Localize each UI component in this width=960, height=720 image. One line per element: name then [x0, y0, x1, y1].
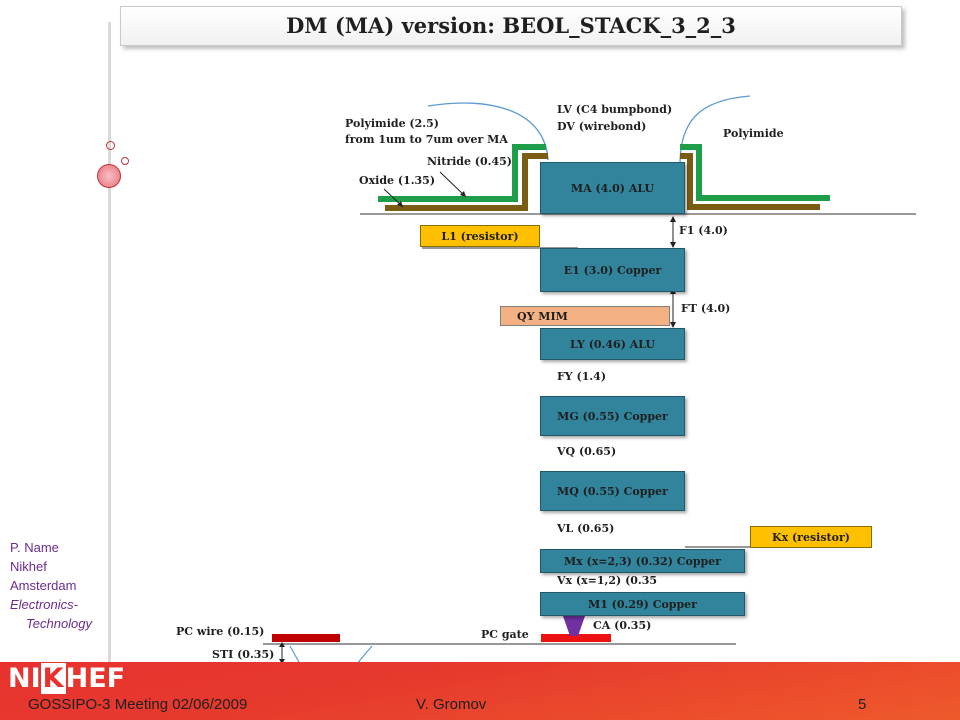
footer-presenter: V. Gromov: [416, 696, 487, 713]
f1-label: F1 (4.0): [679, 224, 728, 237]
pc-wire-label: PC wire (0.15): [176, 625, 265, 638]
qy-mim-label: QY MIM: [517, 309, 568, 323]
l1-resistor-label: L1 (resistor): [441, 229, 519, 243]
pc-gate: [541, 634, 611, 642]
e1-layer-label: E1 (3.0) Copper: [563, 263, 662, 277]
footer-bar: [0, 662, 960, 720]
mg-layer-label: MG (0.55) Copper: [557, 409, 668, 423]
ma-layer-label: MA (4.0) ALU: [570, 181, 655, 195]
e1-layer: E1 (3.0) Copper: [540, 248, 685, 292]
polyimide-left-label-2: from 1um to 7um over MA: [345, 133, 508, 146]
polyimide-curve-right: [679, 95, 751, 166]
vl-label: VL (0.65): [557, 522, 615, 535]
dv-label: DV (wirebond): [557, 120, 647, 133]
oxide-layer-right: [680, 144, 830, 201]
author-block: P. Name Nikhef Amsterdam Electronics- Te…: [10, 538, 92, 633]
ca-contact: [563, 616, 585, 636]
ft-arrow: [670, 288, 676, 328]
author-city: Amsterdam: [10, 578, 77, 593]
vq-label: VQ (0.65): [557, 445, 617, 458]
polyimide-left-label-1: Polyimide (2.5): [345, 117, 439, 130]
nitride-layer-left: [385, 153, 548, 211]
author-dept-2: Technology: [26, 616, 93, 631]
oxide-label: Oxide (1.35): [359, 174, 436, 187]
ly-layer: LY (0.46) ALU: [540, 328, 685, 360]
pc-gate-label: PC gate: [481, 628, 529, 641]
ca-label: CA (0.35): [593, 619, 652, 632]
nikhef-logo: NIKHEF: [8, 663, 126, 694]
nitride-label: Nitride (0.45): [427, 155, 513, 168]
sti-label: STI (0.35): [212, 648, 275, 661]
ma-layer: MA (4.0) ALU: [540, 162, 685, 214]
mx-layer: Mx (x=2,3) (0.32) Copper: [540, 549, 745, 573]
decorative-circle-small: [106, 141, 115, 150]
polyimide-curve-left: [427, 102, 549, 161]
page-title: DM (MA) version: BEOL_STACK_3_2_3: [286, 13, 736, 38]
decorative-vertical-line: [108, 22, 111, 662]
mq-layer: MQ (0.55) Copper: [540, 471, 685, 511]
sti-arrow: [279, 642, 285, 664]
author-name: P. Name: [10, 540, 59, 555]
fy-label: FY (1.4): [557, 370, 607, 383]
m1-layer: M1 (0.29) Copper: [540, 592, 745, 616]
f1-arrow: [670, 216, 676, 248]
footer-page-number: 5: [858, 696, 867, 713]
nitride-layer-right: [680, 153, 820, 210]
kx-resistor-label: Kx (resistor): [772, 530, 850, 544]
author-dept-1: Electronics-: [10, 597, 78, 612]
l1-resistor: L1 (resistor): [420, 225, 540, 247]
lv-label: LV (C4 bumpbond): [557, 103, 673, 116]
author-institute: Nikhef: [10, 559, 47, 574]
ft-label: FT (4.0): [681, 302, 731, 315]
mg-layer: MG (0.55) Copper: [540, 396, 685, 436]
kx-resistor: Kx (resistor): [750, 526, 872, 548]
qy-mim: QY MIM: [500, 306, 670, 326]
m1-layer-label: M1 (0.29) Copper: [588, 597, 697, 611]
mq-layer-label: MQ (0.55) Copper: [557, 484, 668, 498]
title-banner: DM (MA) version: BEOL_STACK_3_2_3: [120, 6, 902, 46]
vx-label: Vx (x=1,2) (0.35: [557, 574, 658, 587]
decorative-circle-large: [97, 164, 121, 188]
ly-layer-label: LY (0.46) ALU: [569, 337, 655, 351]
polyimide-right-label: Polyimide: [723, 127, 784, 140]
nitride-leader: [439, 171, 467, 198]
decorative-circle-tiny: [121, 157, 129, 165]
pc-wire: [272, 634, 340, 642]
mx-layer-label: Mx (x=2,3) (0.32) Copper: [563, 554, 721, 568]
footer-meeting: GOSSIPO-3 Meeting 02/06/2009: [28, 696, 248, 713]
oxide-layer-left: [378, 144, 546, 202]
